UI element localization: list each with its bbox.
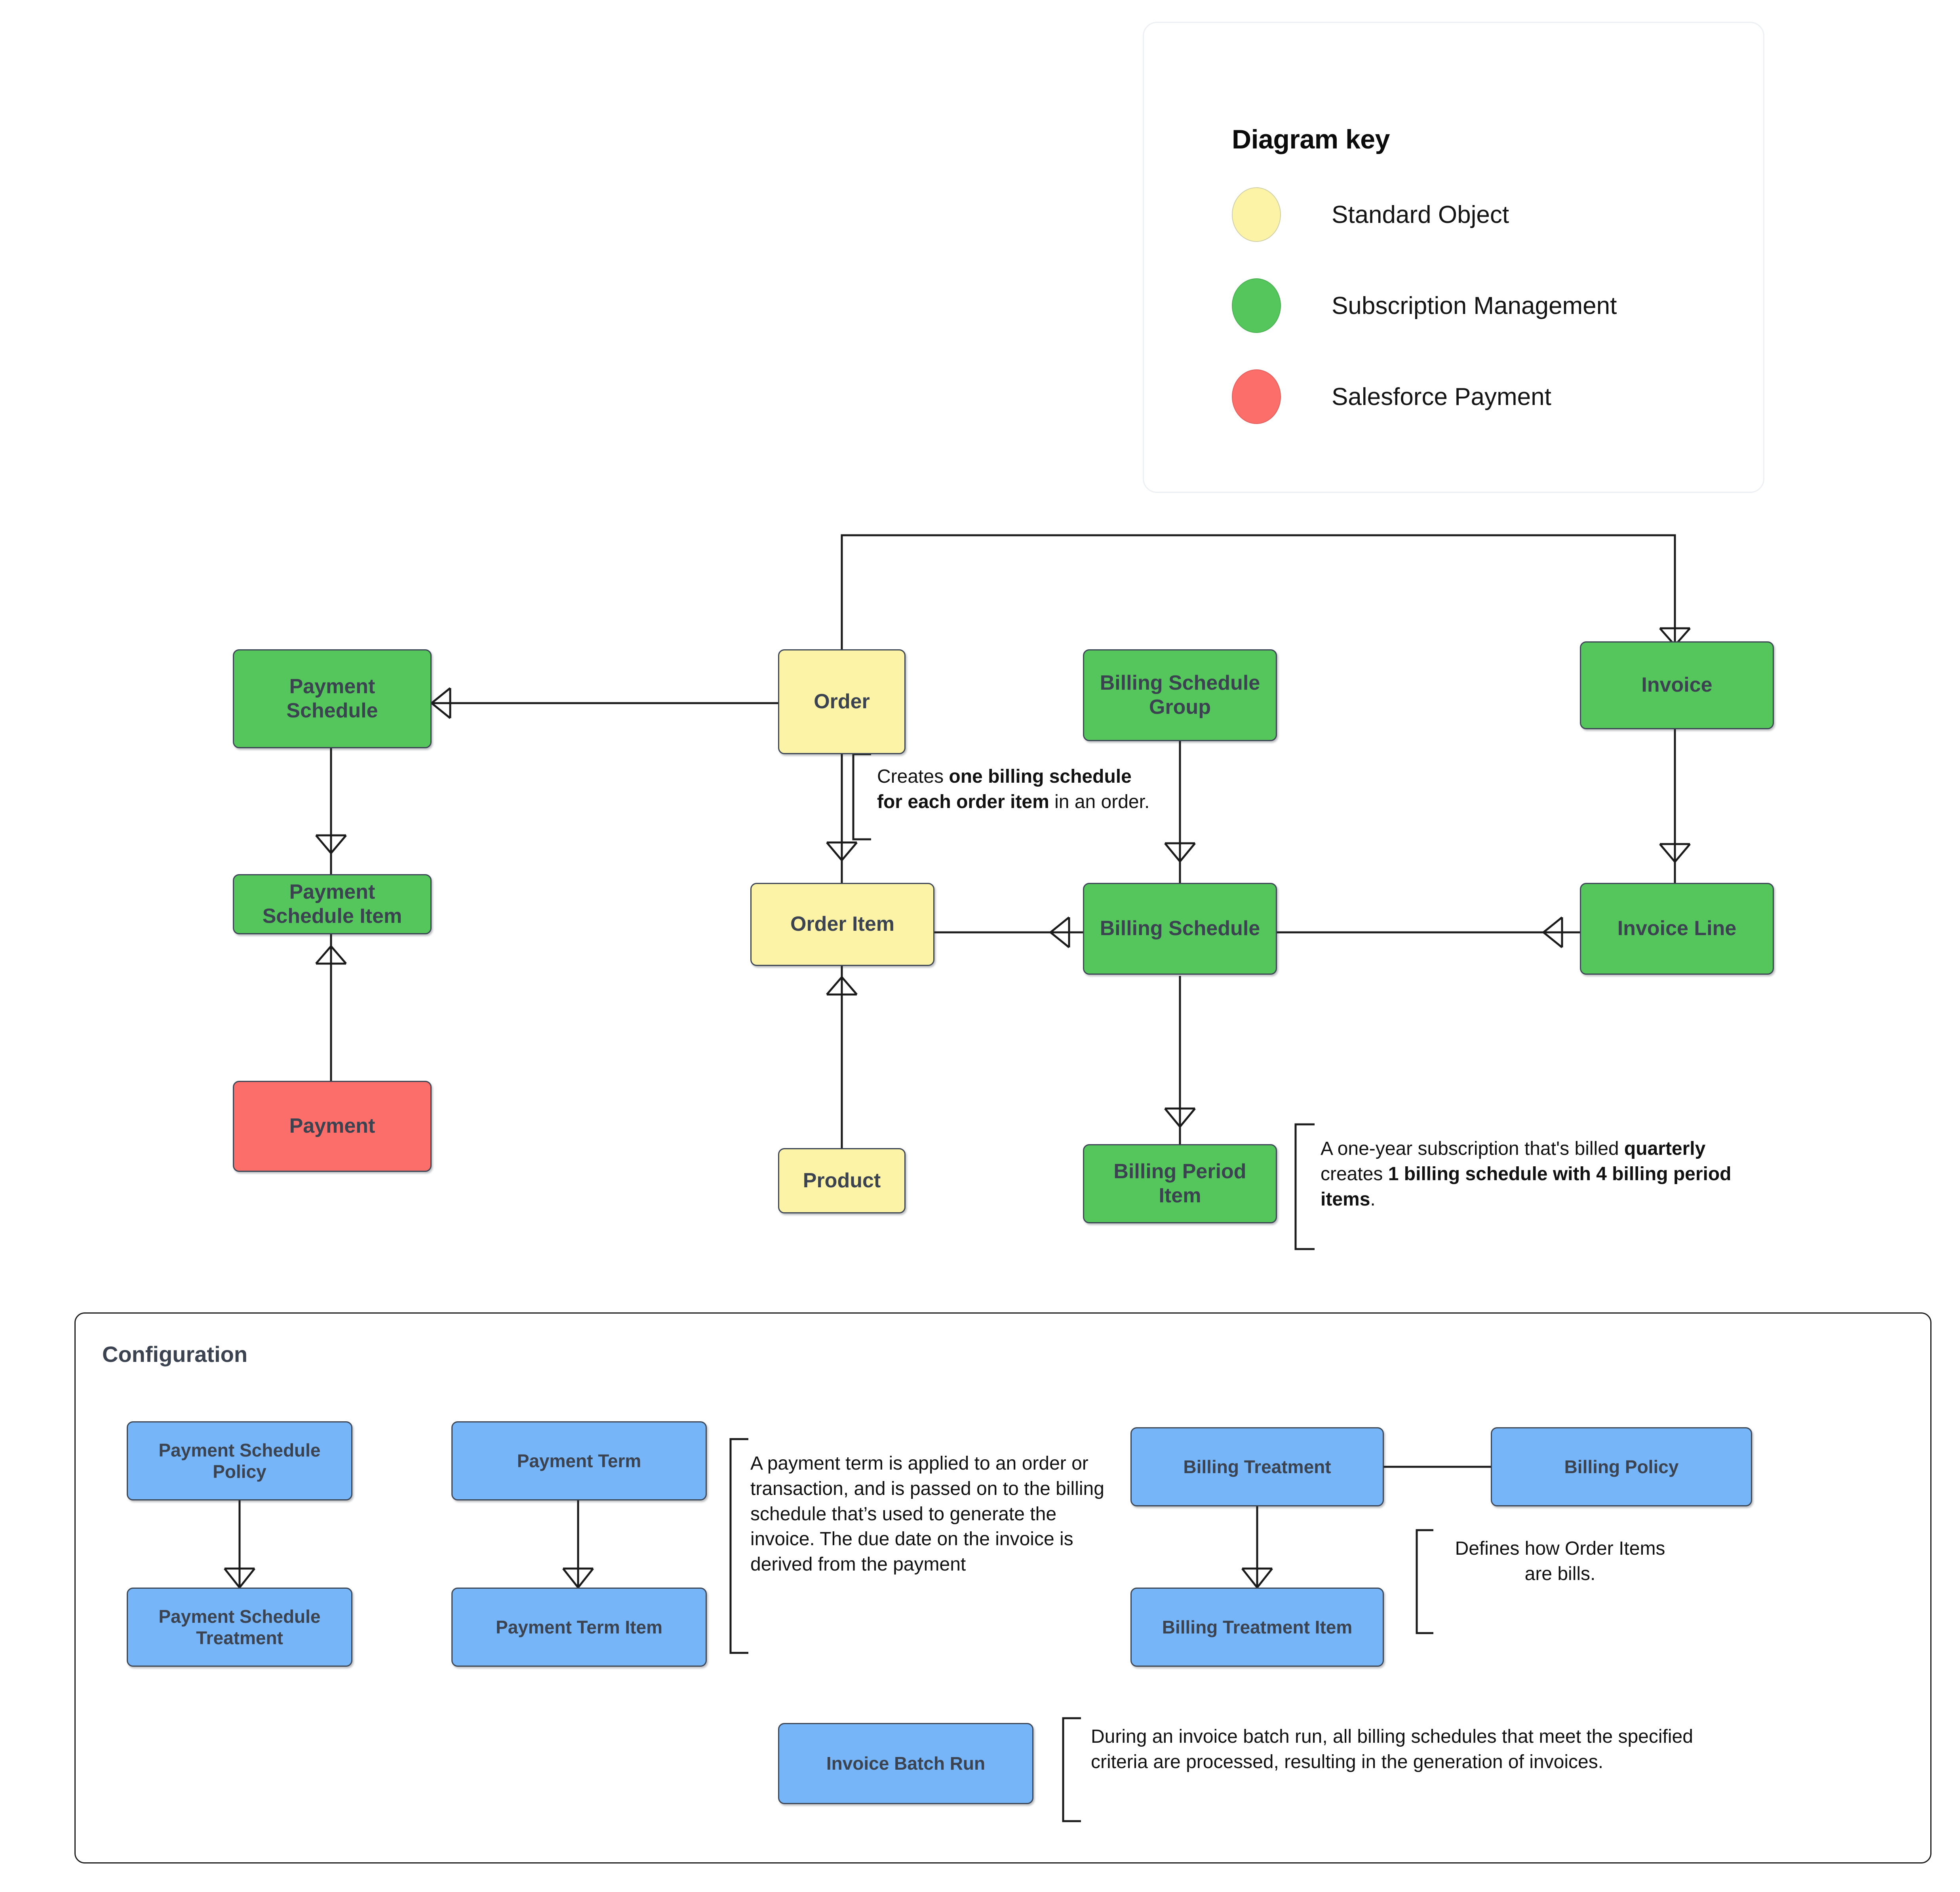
diagram-key-title: Diagram key <box>1232 124 1390 154</box>
node-payment-schedule[interactable]: Payment Schedule <box>233 649 432 748</box>
callout-order-item-note: Creates one billing schedule for each or… <box>877 764 1154 839</box>
node-invoice-line[interactable]: Invoice Line <box>1580 883 1774 975</box>
node-payment-schedule-item[interactable]: Payment Schedule Item <box>233 874 432 934</box>
node-billing-schedule-group[interactable]: Billing Schedule Group <box>1083 649 1277 741</box>
callout-invoice-batch-note-text: During an invoice batch run, all billing… <box>1091 1726 1693 1772</box>
crowsfoot-payment-schedule <box>431 687 451 719</box>
callout-bracket-billing-policy <box>1416 1529 1433 1634</box>
node-billing-schedule[interactable]: Billing Schedule <box>1083 883 1277 975</box>
legend-row-salesforce-payment: Salesforce Payment <box>1232 369 1551 424</box>
crowsfoot-payment-schedule-treatment <box>224 1567 255 1588</box>
crowsfoot-payment <box>315 945 347 965</box>
legend-swatch-standard-object <box>1232 187 1281 242</box>
crowsfoot-billing-treatment-item <box>1241 1567 1273 1588</box>
node-billing-treatment[interactable]: Billing Treatment <box>1130 1427 1384 1506</box>
configuration-panel <box>74 1312 1931 1863</box>
callout-invoice-batch-note: During an invoice batch run, all billing… <box>1091 1724 1724 1819</box>
callout-billing-policy-note: Defines how Order Items are bills. <box>1439 1536 1685 1607</box>
node-billing-treatment-item[interactable]: Billing Treatment Item <box>1130 1588 1384 1667</box>
crowsfoot-payment-term-item <box>562 1567 594 1588</box>
legend-swatch-salesforce-payment <box>1232 369 1281 424</box>
callout-bracket-invoice-batch <box>1062 1717 1081 1822</box>
crowsfoot-billing-schedule-top <box>1164 842 1196 862</box>
callout-payment-term-note: A payment term is applied to an order or… <box>750 1451 1123 1641</box>
legend-row-subscription-management: Subscription Management <box>1232 278 1617 333</box>
crowsfoot-invoice-line-left <box>1543 917 1563 948</box>
node-payment[interactable]: Payment <box>233 1081 432 1172</box>
legend-label-subscription-management: Subscription Management <box>1332 292 1617 319</box>
node-payment-schedule-policy[interactable]: Payment Schedule Policy <box>127 1421 352 1500</box>
callout-bracket-billing-period <box>1294 1123 1315 1250</box>
legend-row-standard-object: Standard Object <box>1232 187 1509 242</box>
node-invoice[interactable]: Invoice <box>1580 641 1774 729</box>
node-billing-period-item[interactable]: Billing Period Item <box>1083 1144 1277 1223</box>
legend-label-standard-object: Standard Object <box>1332 201 1509 228</box>
crowsfoot-billing-period-item <box>1164 1107 1196 1128</box>
node-payment-term-item[interactable]: Payment Term Item <box>451 1588 707 1667</box>
crowsfoot-invoice-line-top <box>1659 843 1691 863</box>
crowsfoot-product <box>826 976 858 996</box>
callout-bracket-payment-term <box>729 1438 748 1654</box>
configuration-title: Configuration <box>102 1342 248 1367</box>
crowsfoot-billing-schedule <box>1050 917 1070 948</box>
node-invoice-batch-run[interactable]: Invoice Batch Run <box>778 1723 1033 1804</box>
callout-bracket-order-item <box>852 753 871 840</box>
legend-label-salesforce-payment: Salesforce Payment <box>1332 383 1551 411</box>
legend-swatch-subscription-management <box>1232 278 1281 333</box>
node-order-item[interactable]: Order Item <box>750 883 934 966</box>
crowsfoot-order-item <box>826 841 858 861</box>
edge-order-invoice <box>841 534 1676 649</box>
node-billing-policy[interactable]: Billing Policy <box>1491 1427 1752 1506</box>
crowsfoot-payment-schedule-item <box>315 834 347 854</box>
callout-order-item-note-text: Creates one billing schedule for each or… <box>877 766 1150 812</box>
callout-billing-policy-note-text: Defines how Order Items are bills. <box>1455 1538 1665 1584</box>
callout-billing-period-note-text: A one-year subscription that's billed qu… <box>1321 1138 1732 1210</box>
node-product[interactable]: Product <box>778 1148 906 1213</box>
node-payment-term[interactable]: Payment Term <box>451 1421 707 1500</box>
node-payment-schedule-treatment[interactable]: Payment Schedule Treatment <box>127 1588 352 1667</box>
diagram-key-card: Diagram key Standard Object Subscription… <box>1143 22 1764 493</box>
callout-billing-period-note: A one-year subscription that's billed qu… <box>1321 1136 1772 1235</box>
callout-payment-term-note-text: A payment term is applied to an order or… <box>750 1453 1104 1575</box>
node-order[interactable]: Order <box>778 649 906 754</box>
